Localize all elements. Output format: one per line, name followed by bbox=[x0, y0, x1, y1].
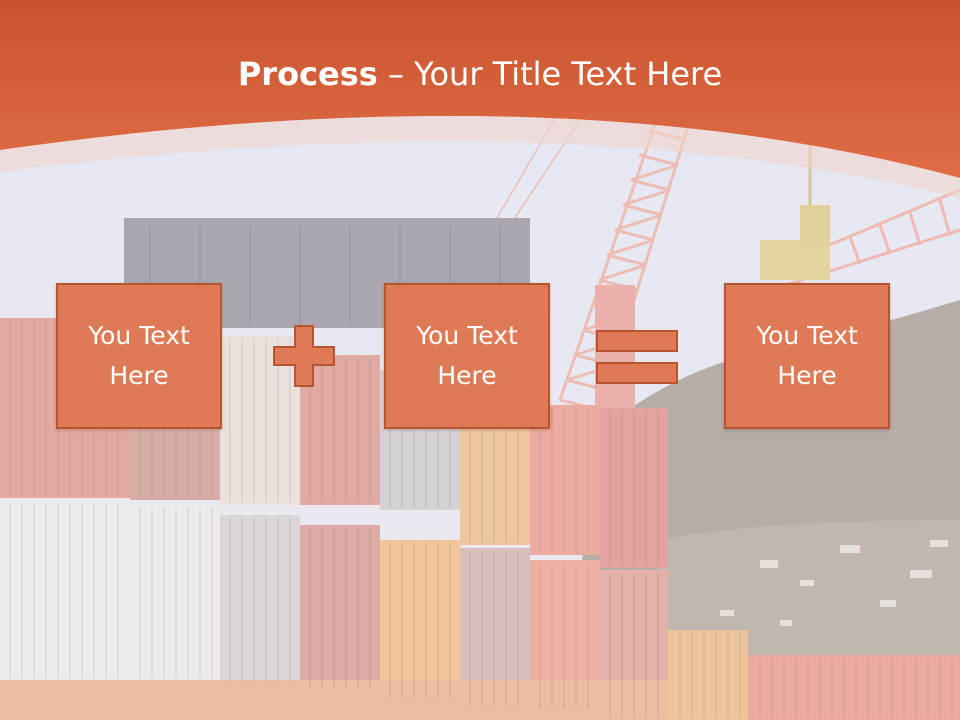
plus-icon bbox=[273, 325, 335, 387]
title-bold: Process bbox=[237, 55, 378, 93]
process-box-1-line-2: Here bbox=[109, 361, 169, 390]
process-box-1[interactable]: You Text Here bbox=[56, 283, 222, 429]
process-box-1-line-1: You Text bbox=[88, 321, 190, 350]
equals-icon bbox=[596, 330, 678, 384]
process-box-3-line-2: Here bbox=[777, 361, 837, 390]
process-box-3-line-1: You Text bbox=[756, 321, 858, 350]
process-box-2[interactable]: You Text Here bbox=[384, 283, 550, 429]
process-box-3[interactable]: You Text Here bbox=[724, 283, 890, 429]
slide-title: Process – Your Title Text Here bbox=[0, 52, 960, 96]
process-box-2-line-1: You Text bbox=[416, 321, 518, 350]
process-box-2-line-2: Here bbox=[437, 361, 497, 390]
title-rest: – Your Title Text Here bbox=[377, 55, 723, 93]
